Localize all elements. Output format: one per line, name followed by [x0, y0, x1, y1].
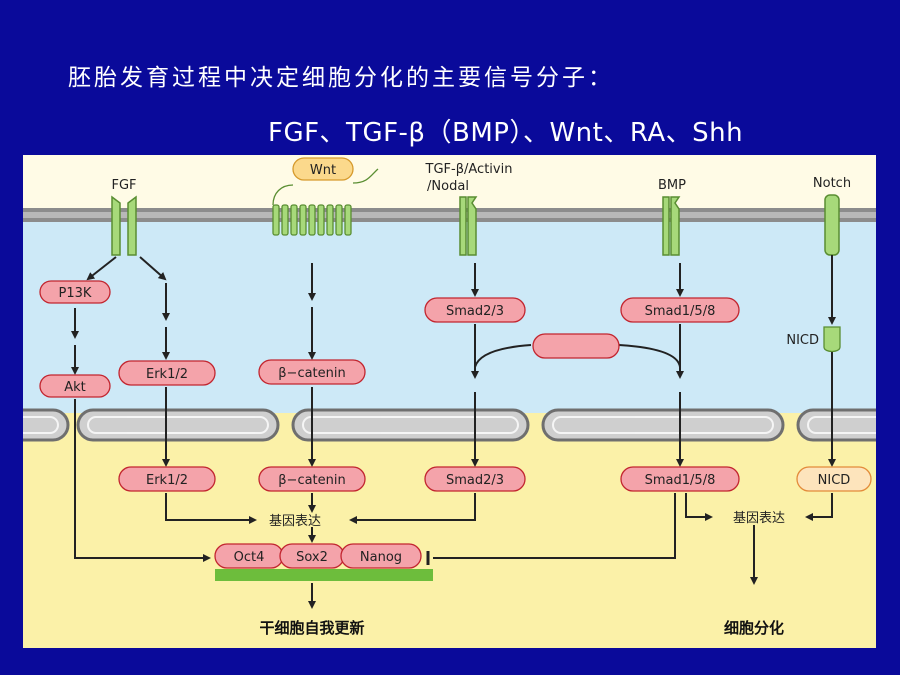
beta-catenin-cyto-label: β−catenin [278, 366, 346, 381]
differentiation-label: 细胞分化 [724, 619, 784, 637]
sox2-label: Sox2 [296, 550, 328, 565]
pathway-arrows [71, 255, 836, 467]
gene-expression-left-label: 基因表达 [269, 514, 321, 529]
bmp-label: BMP [658, 178, 686, 193]
plasma-membrane [23, 208, 876, 222]
smad23-nucleus-node: Smad2/3 [424, 466, 526, 492]
akt-node: Akt [39, 374, 111, 398]
smad158-nucleus-label: Smad1/5/8 [645, 473, 716, 488]
slide-heading: 胚胎发育过程中决定细胞分化的主要信号分子： [68, 65, 614, 91]
beta-catenin-cyto-node: β−catenin [258, 359, 366, 385]
p13k-label: P13K [59, 286, 92, 301]
smad23-nucleus-label: Smad2/3 [446, 473, 504, 488]
smad158-cyto-label: Smad1/5/8 [645, 304, 716, 319]
smad23-cyto-node: Smad2/3 [424, 297, 526, 323]
nicd-nucleus-node: NICD [796, 466, 872, 492]
signaling-pathway-diagram: Wnt FGF TGF-β/Activin /Nodal BMP Notch [23, 155, 876, 648]
beta-catenin-nucleus-node: β−catenin [258, 466, 366, 492]
erk-nucleus-node: Erk1/2 [118, 466, 216, 492]
bmp-receptor [662, 196, 681, 256]
wnt-ligand-label: Wnt [310, 163, 336, 178]
tgf-label-line1: TGF-β/Activin [425, 162, 513, 177]
gene-expression-right-label: 基因表达 [733, 511, 785, 526]
notch-receptor [824, 194, 840, 256]
wnt-ligand-shape [292, 157, 354, 181]
wnt-frizzled-receptor [272, 204, 352, 236]
notch-label: Notch [813, 176, 851, 191]
fgf-label: FGF [111, 178, 136, 193]
beta-catenin-nucleus-label: β−catenin [278, 473, 346, 488]
self-renewal-label: 干细胞自我更新 [259, 619, 364, 637]
smad158-nucleus-node: Smad1/5/8 [620, 466, 740, 492]
pluripotency-complex: Oct4 Sox2 Nanog [214, 543, 433, 581]
fgf-receptor [111, 195, 137, 256]
nicd-cyto-label: NICD [786, 333, 819, 348]
nicd-nucleus-label: NICD [818, 473, 851, 488]
tgf-receptor [459, 196, 478, 256]
akt-label: Akt [64, 380, 86, 395]
crosstalk-arrows [474, 344, 681, 368]
erk-nucleus-label: Erk1/2 [146, 473, 188, 488]
blank-crosstalk-node [532, 333, 620, 359]
smad158-cyto-node: Smad1/5/8 [620, 297, 740, 323]
nucleus-region [23, 413, 876, 648]
convergence-lines [74, 399, 833, 609]
p13k-node: P13K [39, 280, 111, 304]
erk-cyto-label: Erk1/2 [146, 367, 188, 382]
dna-bar [215, 569, 433, 581]
nuclear-envelope [23, 408, 876, 442]
nicd-cyto-node: NICD [786, 326, 841, 353]
tgf-label-line2: /Nodal [427, 179, 469, 194]
smad23-cyto-label: Smad2/3 [446, 304, 504, 319]
nanog-label: Nanog [360, 550, 402, 565]
erk-cyto-node: Erk1/2 [118, 360, 216, 386]
signal-molecule-list: FGF、TGF-β（BMP）、Wnt、RA、Shh [268, 118, 744, 148]
wnt-tether [272, 168, 379, 206]
oct4-label: Oct4 [234, 550, 265, 565]
